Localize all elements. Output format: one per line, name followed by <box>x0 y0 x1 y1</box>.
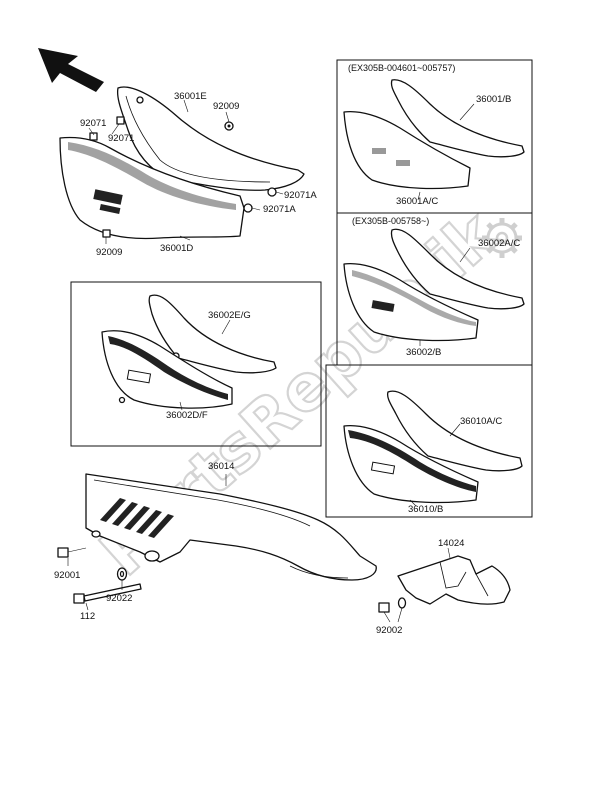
leader-lines <box>67 99 475 623</box>
label-36002AC: 36002A/C <box>478 238 520 249</box>
label-36001AC: 36001A/C <box>396 196 438 207</box>
label-36001E: 36001E <box>174 91 207 102</box>
label-92071-a: 92071 <box>80 118 106 129</box>
fastener-92009-bottom <box>102 229 111 238</box>
side-cover-36002B <box>343 262 479 342</box>
label-36001D: 36001D <box>160 243 193 254</box>
label-36002B: 36002/B <box>406 347 441 358</box>
side-cover-36001D <box>59 136 245 240</box>
box-b-header: (EX305B-005758~) <box>352 216 429 226</box>
gear-icon <box>482 218 522 258</box>
fastener-92071A-a <box>267 187 277 197</box>
box-a-header: (EX305B-004601~005757) <box>348 63 455 73</box>
label-92002: 92002 <box>376 625 402 636</box>
side-cover-36001AC <box>343 110 471 190</box>
chain-guard-36014 <box>85 473 377 581</box>
washer-92022 <box>116 567 128 581</box>
fastener-92009-top <box>224 121 234 131</box>
side-cover-36001E <box>116 86 305 191</box>
label-92009-top: 92009 <box>213 101 239 112</box>
bracket-14024 <box>397 555 511 605</box>
label-92071-b: 92071 <box>108 133 134 144</box>
bolt-112 <box>73 583 142 604</box>
side-cover-36002DF <box>101 330 233 409</box>
fastener-92071-a <box>89 132 98 141</box>
chain-guard-vents <box>100 498 174 538</box>
label-14024: 14024 <box>438 538 464 549</box>
fastener-92071-b <box>116 116 125 125</box>
label-36001B: 36001/B <box>476 94 511 105</box>
side-cover-36002AC <box>390 228 525 310</box>
variant-box-c <box>325 364 533 518</box>
label-92001: 92001 <box>54 570 80 581</box>
label-92071A-b: 92071A <box>263 204 296 215</box>
label-36014: 36014 <box>208 461 234 472</box>
bolt-92001 <box>57 547 87 558</box>
label-36002DF: 36002D/F <box>166 410 208 421</box>
side-cover-36010B <box>343 424 479 504</box>
direction-arrow-icon <box>38 48 104 92</box>
variant-box-d <box>70 281 322 447</box>
label-36002EG: 36002E/G <box>208 310 251 321</box>
label-112: 112 <box>80 611 95 622</box>
label-92009-bottom: 92009 <box>96 247 122 258</box>
label-36010AC: 36010A/C <box>460 416 502 427</box>
side-cover-36001B <box>390 79 525 158</box>
label-92022: 92022 <box>106 593 132 604</box>
fastener-92071A-b <box>243 203 253 213</box>
side-cover-36010AC <box>386 390 523 472</box>
label-92071A-a: 92071A <box>284 190 317 201</box>
label-36010B: 36010/B <box>408 504 443 515</box>
